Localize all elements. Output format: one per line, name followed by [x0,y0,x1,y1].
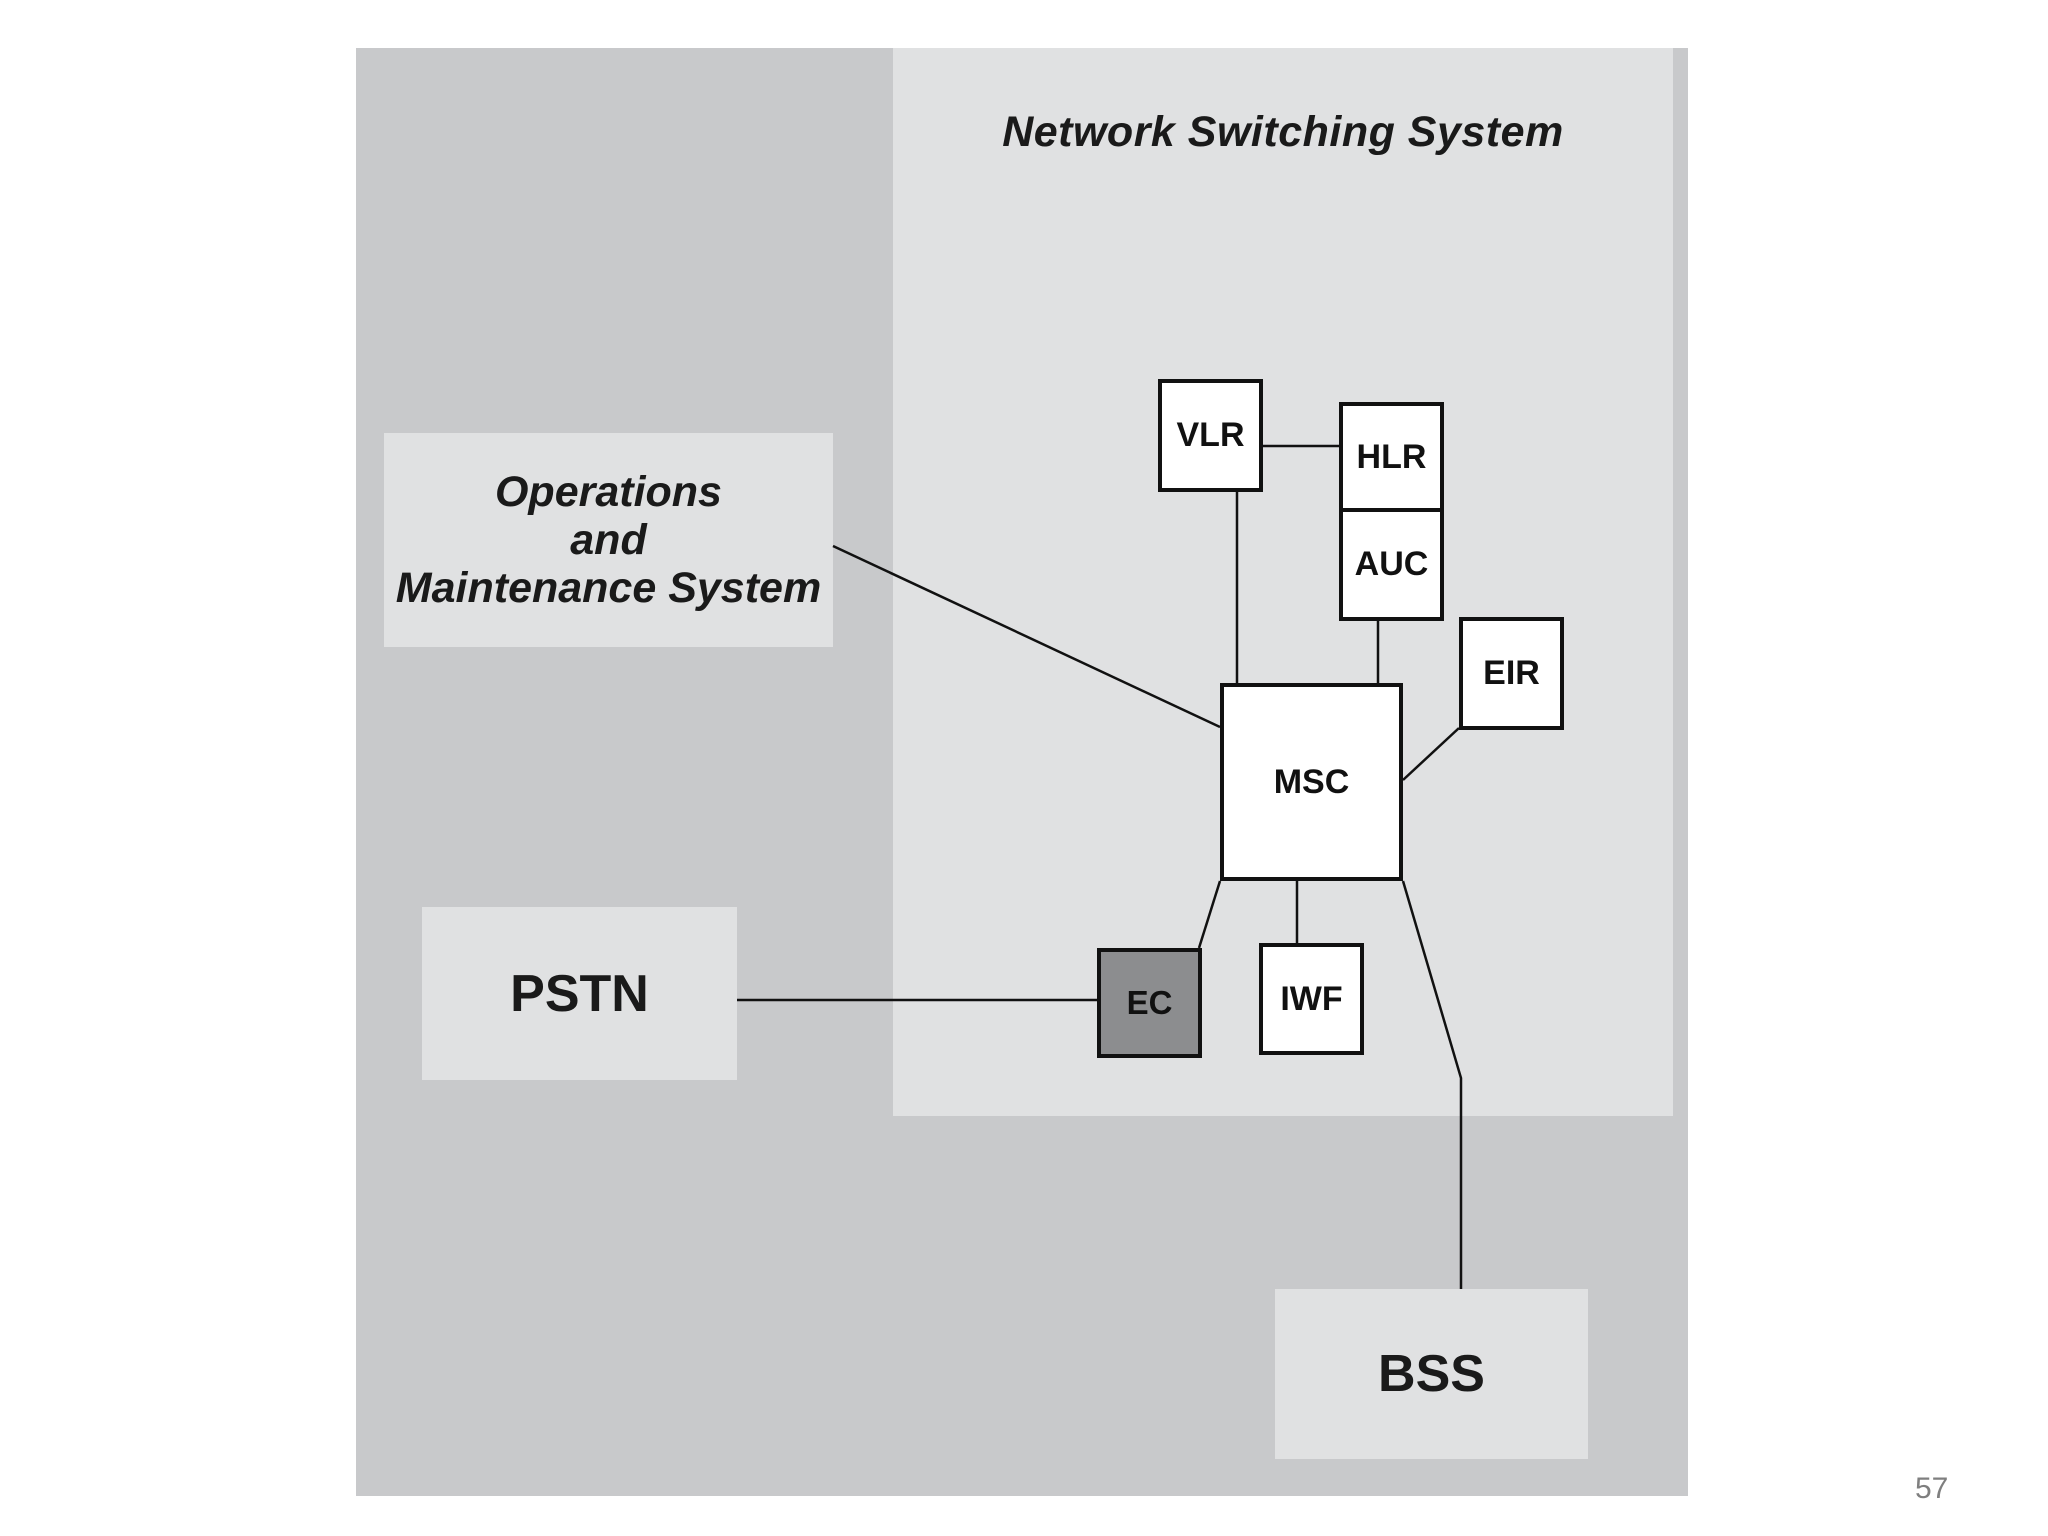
oms-label-line-1: Operations [494,468,722,516]
link-eir-msc [1402,727,1460,781]
link-oms-msc [832,544,1221,729]
oms-label-line-2: and [570,516,647,564]
link-msc-bss [1401,880,1463,1289]
page-number: 57 [1915,1472,1949,1505]
operations-maintenance-system-box: Operations and Maintenance System [384,433,833,647]
nss-title: Network Switching System [1002,108,1564,156]
vlr-node: VLR [1158,379,1263,492]
eir-node: EIR [1459,617,1564,730]
link-msc-ec [1197,880,1222,949]
pstn-box: PSTN [422,907,737,1080]
hlr-node: HLR [1339,402,1444,512]
network-switching-system-region [893,48,1673,1116]
oms-label-line-3: Maintenance System [395,564,822,612]
bss-box: BSS [1275,1289,1588,1459]
auc-node: AUC [1339,508,1444,621]
msc-node: MSC [1220,683,1403,881]
ec-node: EC [1097,948,1202,1058]
iwf-node: IWF [1259,943,1364,1055]
